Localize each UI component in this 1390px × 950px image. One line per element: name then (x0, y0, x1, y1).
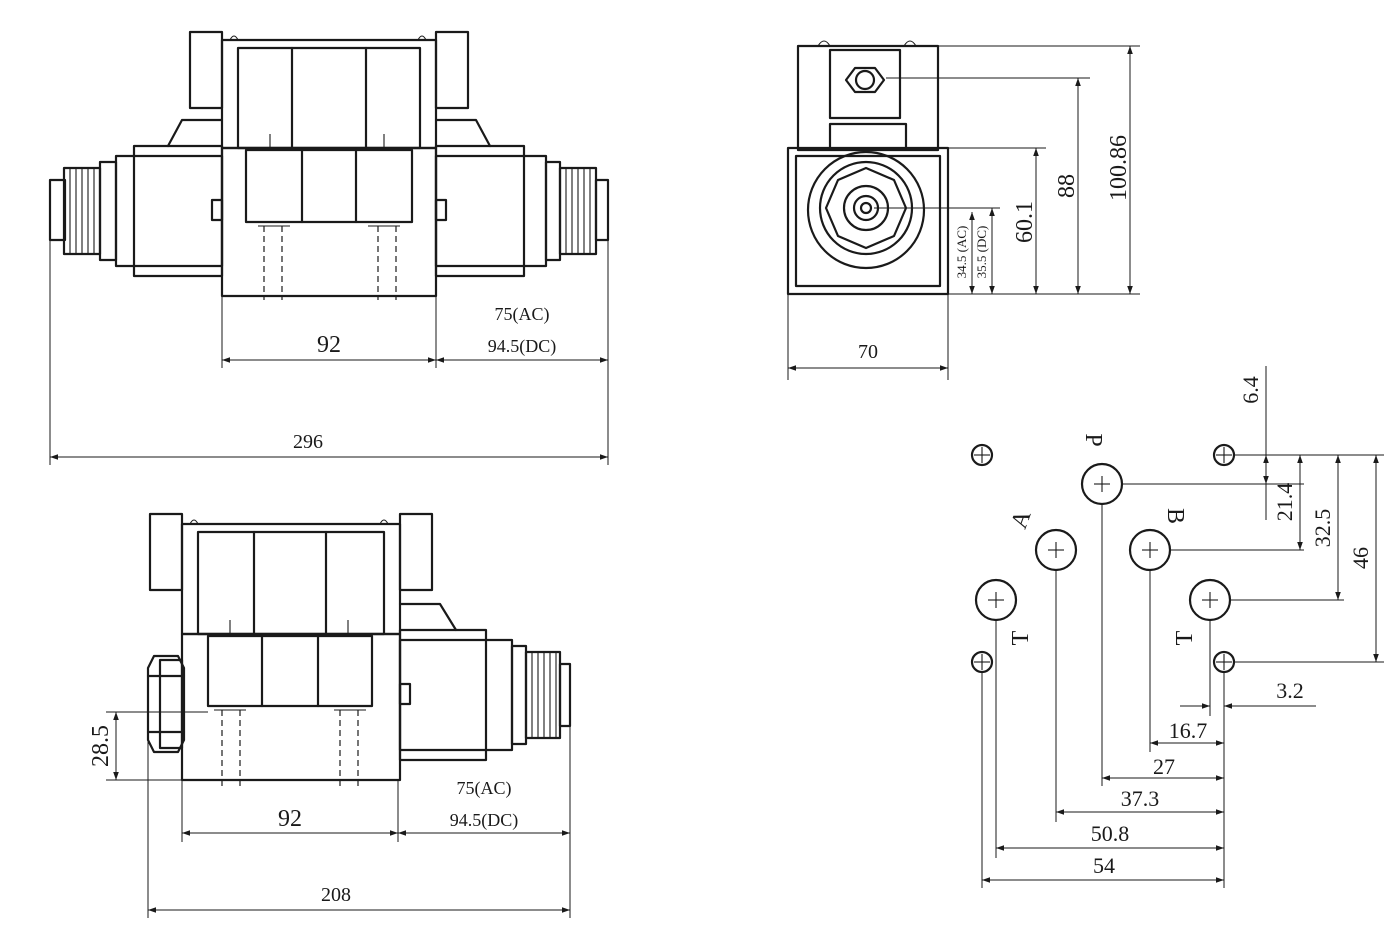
front-right-knob (544, 160, 610, 262)
front-dc-label: 94.5(DC) (488, 336, 557, 357)
side-height-ac-label: 34.5 (AC) (954, 226, 969, 279)
port-t-right-label: T (1172, 630, 1198, 645)
bottom-view: 28.5 92 75(AC) 94.5(DC) 208 (88, 512, 572, 918)
port-h-1-label: 3.2 (1276, 678, 1304, 703)
front-valve-body (220, 146, 438, 300)
port-v-3-label: 32.5 (1310, 509, 1335, 548)
port-pattern: P A B T T 6.4 21.4 32.5 46 (970, 366, 1384, 888)
bottom-connectors (148, 512, 434, 636)
front-pitch-label: 92 (317, 332, 341, 358)
port-t-left-label: T (1008, 630, 1034, 645)
port-t-left (974, 578, 1018, 622)
bottom-pitch-label: 92 (278, 806, 302, 832)
port-t-right (1188, 578, 1232, 622)
side-height-1-label: 100.86 (1106, 135, 1132, 201)
front-view: 92 75(AC) 94.5(DC) 296 (48, 30, 610, 465)
bottom-plug (146, 654, 186, 754)
bottom-valve-body (180, 632, 402, 786)
side-height-dc-label: 35.5 (DC) (974, 226, 989, 279)
port-h-2-label: 16.7 (1169, 718, 1208, 743)
port-v-1-label: 6.4 (1238, 376, 1263, 404)
side-valve-body (786, 146, 950, 296)
port-v-4-label: 46 (1348, 547, 1373, 569)
bottom-dc-label: 94.5(DC) (450, 810, 519, 831)
side-height-2-label: 88 (1054, 174, 1080, 198)
bottom-solenoid (398, 602, 572, 762)
bottom-extension-lines (106, 711, 571, 918)
bottom-total-label: 208 (321, 884, 351, 906)
port-a (1034, 528, 1078, 572)
front-connectors (188, 30, 470, 150)
port-b-label: B (1162, 508, 1188, 524)
front-left-knob (48, 160, 118, 262)
side-height-3-label: 60.1 (1012, 201, 1038, 243)
bottom-height-label: 28.5 (88, 725, 114, 767)
port-p (1080, 462, 1124, 506)
side-view: 100.86 88 60.1 34.5 (AC) 35.5 (DC) 70 (786, 40, 1140, 380)
port-h-3-label: 27 (1153, 754, 1175, 779)
front-extension-lines (49, 240, 609, 465)
front-left-solenoid (114, 118, 224, 278)
port-p-label: P (1080, 433, 1106, 446)
port-b (1128, 528, 1172, 572)
bottom-ac-label: 75(AC) (457, 778, 512, 799)
side-extension-lines (787, 45, 1140, 380)
side-width-label: 70 (858, 341, 878, 363)
front-ac-label: 75(AC) (495, 304, 550, 325)
port-extension-lines (981, 454, 1384, 888)
port-v-2-label: 21.4 (1272, 483, 1297, 522)
side-connector (796, 40, 940, 152)
port-h-4-label: 37.3 (1121, 786, 1160, 811)
port-a-label: A (1006, 506, 1037, 532)
port-h-6-label: 54 (1093, 853, 1115, 878)
front-total-label: 296 (293, 431, 323, 453)
port-h-5-label: 50.8 (1091, 821, 1130, 846)
front-right-solenoid (434, 118, 548, 278)
